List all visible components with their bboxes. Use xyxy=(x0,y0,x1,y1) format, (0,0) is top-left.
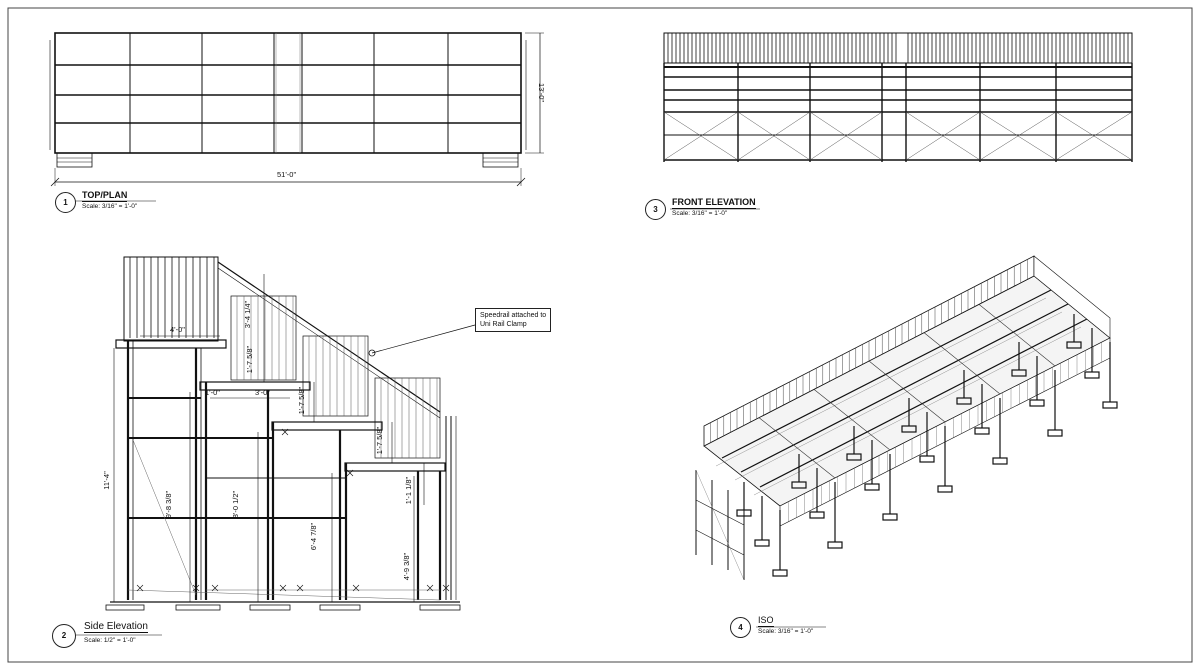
side-dim-row-4: 6'-4 7/8" xyxy=(309,522,319,551)
side-dim-rise-1: 1'-7 5/8" xyxy=(245,345,255,374)
side-dim-row-2: 9'-8 3/8" xyxy=(164,490,174,519)
iso-base-plate xyxy=(1084,371,1100,379)
iso-base-plate xyxy=(901,425,917,433)
side-dim-rail-height: 3'-4 1/4" xyxy=(243,300,253,329)
iso-base-plate xyxy=(754,539,770,547)
iso-base-plate xyxy=(1029,399,1045,407)
iso-base-plate xyxy=(1066,341,1082,349)
iso-base-plate xyxy=(864,483,880,491)
side-dim-rise-2: 1'-7 5/8" xyxy=(297,386,307,415)
iso-base-plate xyxy=(827,541,843,549)
iso-view-number: 4 xyxy=(730,617,751,638)
iso-deck-joint xyxy=(813,389,891,451)
x-marker xyxy=(192,584,200,592)
iso-base-plate xyxy=(1011,369,1027,377)
front-elevation-view xyxy=(663,32,1133,162)
iso-base-plate xyxy=(919,455,935,463)
x-marker xyxy=(352,584,360,592)
plan-view xyxy=(49,32,544,187)
iso-view-title: ISO xyxy=(758,615,774,627)
side-dim-top-deck: 4'-0" xyxy=(170,325,185,334)
side-dim-overall: 11'-4" xyxy=(101,471,111,490)
speedrail-callout-line2: Uni Rail Clamp xyxy=(480,321,527,328)
x-marker xyxy=(211,584,219,592)
iso-base-plate xyxy=(791,481,807,489)
x-marker xyxy=(426,584,434,592)
iso-deck-joint xyxy=(758,417,836,479)
iso-deck-joint xyxy=(923,332,1001,395)
x-marker xyxy=(281,428,289,436)
front-brace xyxy=(663,111,739,161)
plan-depth-dimension: 13'-0" xyxy=(537,82,547,103)
front-brace xyxy=(905,111,981,161)
iso-base-plate xyxy=(992,457,1008,465)
side-dim-rise-3: 1'-7 5/8" xyxy=(375,426,385,455)
front-view-scale: Scale: 3/16" = 1'-0" xyxy=(672,210,728,217)
iso-base-plate xyxy=(809,511,825,519)
plan-view-scale: Scale: 3/16" = 1'-0" xyxy=(82,203,138,210)
side-elevation-view xyxy=(105,256,476,611)
side-dim-row-3: 8'-0 1/2" xyxy=(231,490,241,519)
iso-base-plate xyxy=(1047,429,1063,437)
x-marker xyxy=(279,584,287,592)
iso-base-plate xyxy=(772,569,788,577)
sheet-border xyxy=(7,7,1193,663)
speedrail-callout: Speedrail attached to Uni Rail Clamp xyxy=(475,308,552,332)
side-view-number: 2 xyxy=(52,624,76,648)
front-view-number: 3 xyxy=(645,199,666,220)
iso-base-plate xyxy=(937,485,953,493)
x-marker xyxy=(442,584,450,592)
side-dim-lower: 4'-9 3/8" xyxy=(402,552,412,581)
iso-base-plate xyxy=(882,513,898,521)
iso-base-plate xyxy=(1102,401,1118,409)
plan-width-dimension: 51'-0" xyxy=(277,170,297,179)
side-dim-tread-2: 3'-0" xyxy=(255,388,270,397)
side-view-title: Side Elevation xyxy=(84,621,148,633)
side-dim-step-rise: 1'-1 1/8" xyxy=(404,476,414,505)
iso-deck-joint xyxy=(868,360,946,423)
speedrail-callout-line1: Speedrail attached to xyxy=(480,312,547,319)
front-brace xyxy=(809,111,883,161)
plan-view-number: 1 xyxy=(55,192,76,213)
iso-base-plate xyxy=(974,427,990,435)
front-brace xyxy=(737,111,811,161)
iso-deck-joint xyxy=(978,304,1056,367)
x-marker xyxy=(296,584,304,592)
x-marker xyxy=(136,584,144,592)
side-dim-tread-1: 1'-0" xyxy=(205,388,220,397)
iso-base-plate xyxy=(956,397,972,405)
front-brace xyxy=(1055,111,1133,161)
side-view-scale: Scale: 1/2" = 1'-0" xyxy=(84,637,136,644)
iso-view xyxy=(695,255,1118,581)
x-marker xyxy=(346,469,354,477)
iso-base-plate xyxy=(846,453,862,461)
plan-view-title: TOP/PLAN xyxy=(82,190,128,202)
iso-view-scale: Scale: 3/16" = 1'-0" xyxy=(758,628,814,635)
front-view-title: FRONT ELEVATION xyxy=(672,197,756,209)
front-brace xyxy=(979,111,1057,161)
